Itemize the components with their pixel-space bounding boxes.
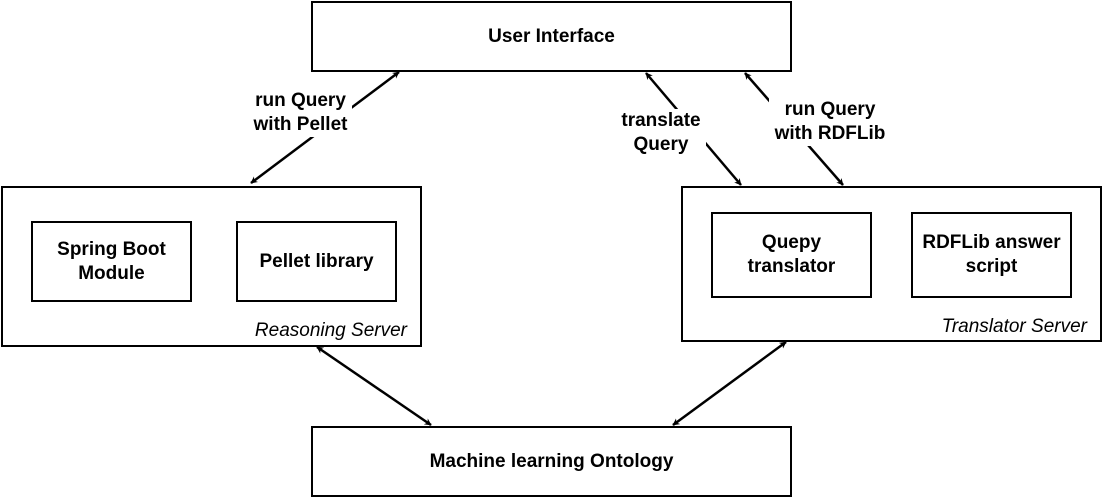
ml-ontology-node: Machine learning Ontology xyxy=(311,426,792,497)
ml-ontology-label: Machine learning Ontology xyxy=(429,450,674,472)
spring-boot-line1: Spring Boot xyxy=(57,238,166,260)
rdflib-line2: script xyxy=(965,256,1018,277)
pellet-library-label: Pellet library xyxy=(259,250,374,272)
reasoning-server-container: Spring Boot Module Pellet library Reason… xyxy=(1,186,422,347)
edge-reasoning-ontology xyxy=(316,345,432,427)
translate-line2: Query xyxy=(633,134,689,155)
rdflib-query-line1: run Query xyxy=(784,99,876,120)
edge-label-run-query-rdflib: run Query with RDFLib xyxy=(769,98,891,146)
edge-label-run-query-pellet: run Query with Pellet xyxy=(249,89,352,137)
quepy-line1: Quepy xyxy=(761,232,822,253)
rdflib-answer-script-node: RDFLib answer script xyxy=(911,212,1072,298)
pellet-query-line2: with Pellet xyxy=(253,114,348,135)
quepy-translator-label: Quepy translator xyxy=(748,231,836,279)
user-interface-label: User Interface xyxy=(488,25,615,47)
translate-line1: translate xyxy=(621,110,701,131)
pellet-library-node: Pellet library xyxy=(236,221,397,302)
pellet-query-line1: run Query xyxy=(255,90,346,111)
rdflib-query-line2: with RDFLib xyxy=(774,123,886,144)
edge-label-translate-query: translate Query xyxy=(616,109,706,157)
edge-translator-ontology xyxy=(672,340,787,427)
rdflib-line1: RDFLib answer xyxy=(922,232,1061,253)
rdflib-answer-script-label: RDFLib answer script xyxy=(922,231,1060,279)
quepy-translator-node: Quepy translator xyxy=(711,212,872,298)
spring-boot-module-label: Spring Boot Module xyxy=(57,238,166,286)
reasoning-server-label: Reasoning Server xyxy=(254,320,407,341)
translator-server-container: Quepy translator RDFLib answer script Tr… xyxy=(681,186,1102,342)
spring-boot-module-node: Spring Boot Module xyxy=(31,221,192,302)
spring-boot-line2: Module xyxy=(78,262,145,284)
user-interface-node: User Interface xyxy=(311,1,792,72)
translator-server-label: Translator Server xyxy=(941,316,1087,337)
quepy-line2: translator xyxy=(747,256,836,277)
